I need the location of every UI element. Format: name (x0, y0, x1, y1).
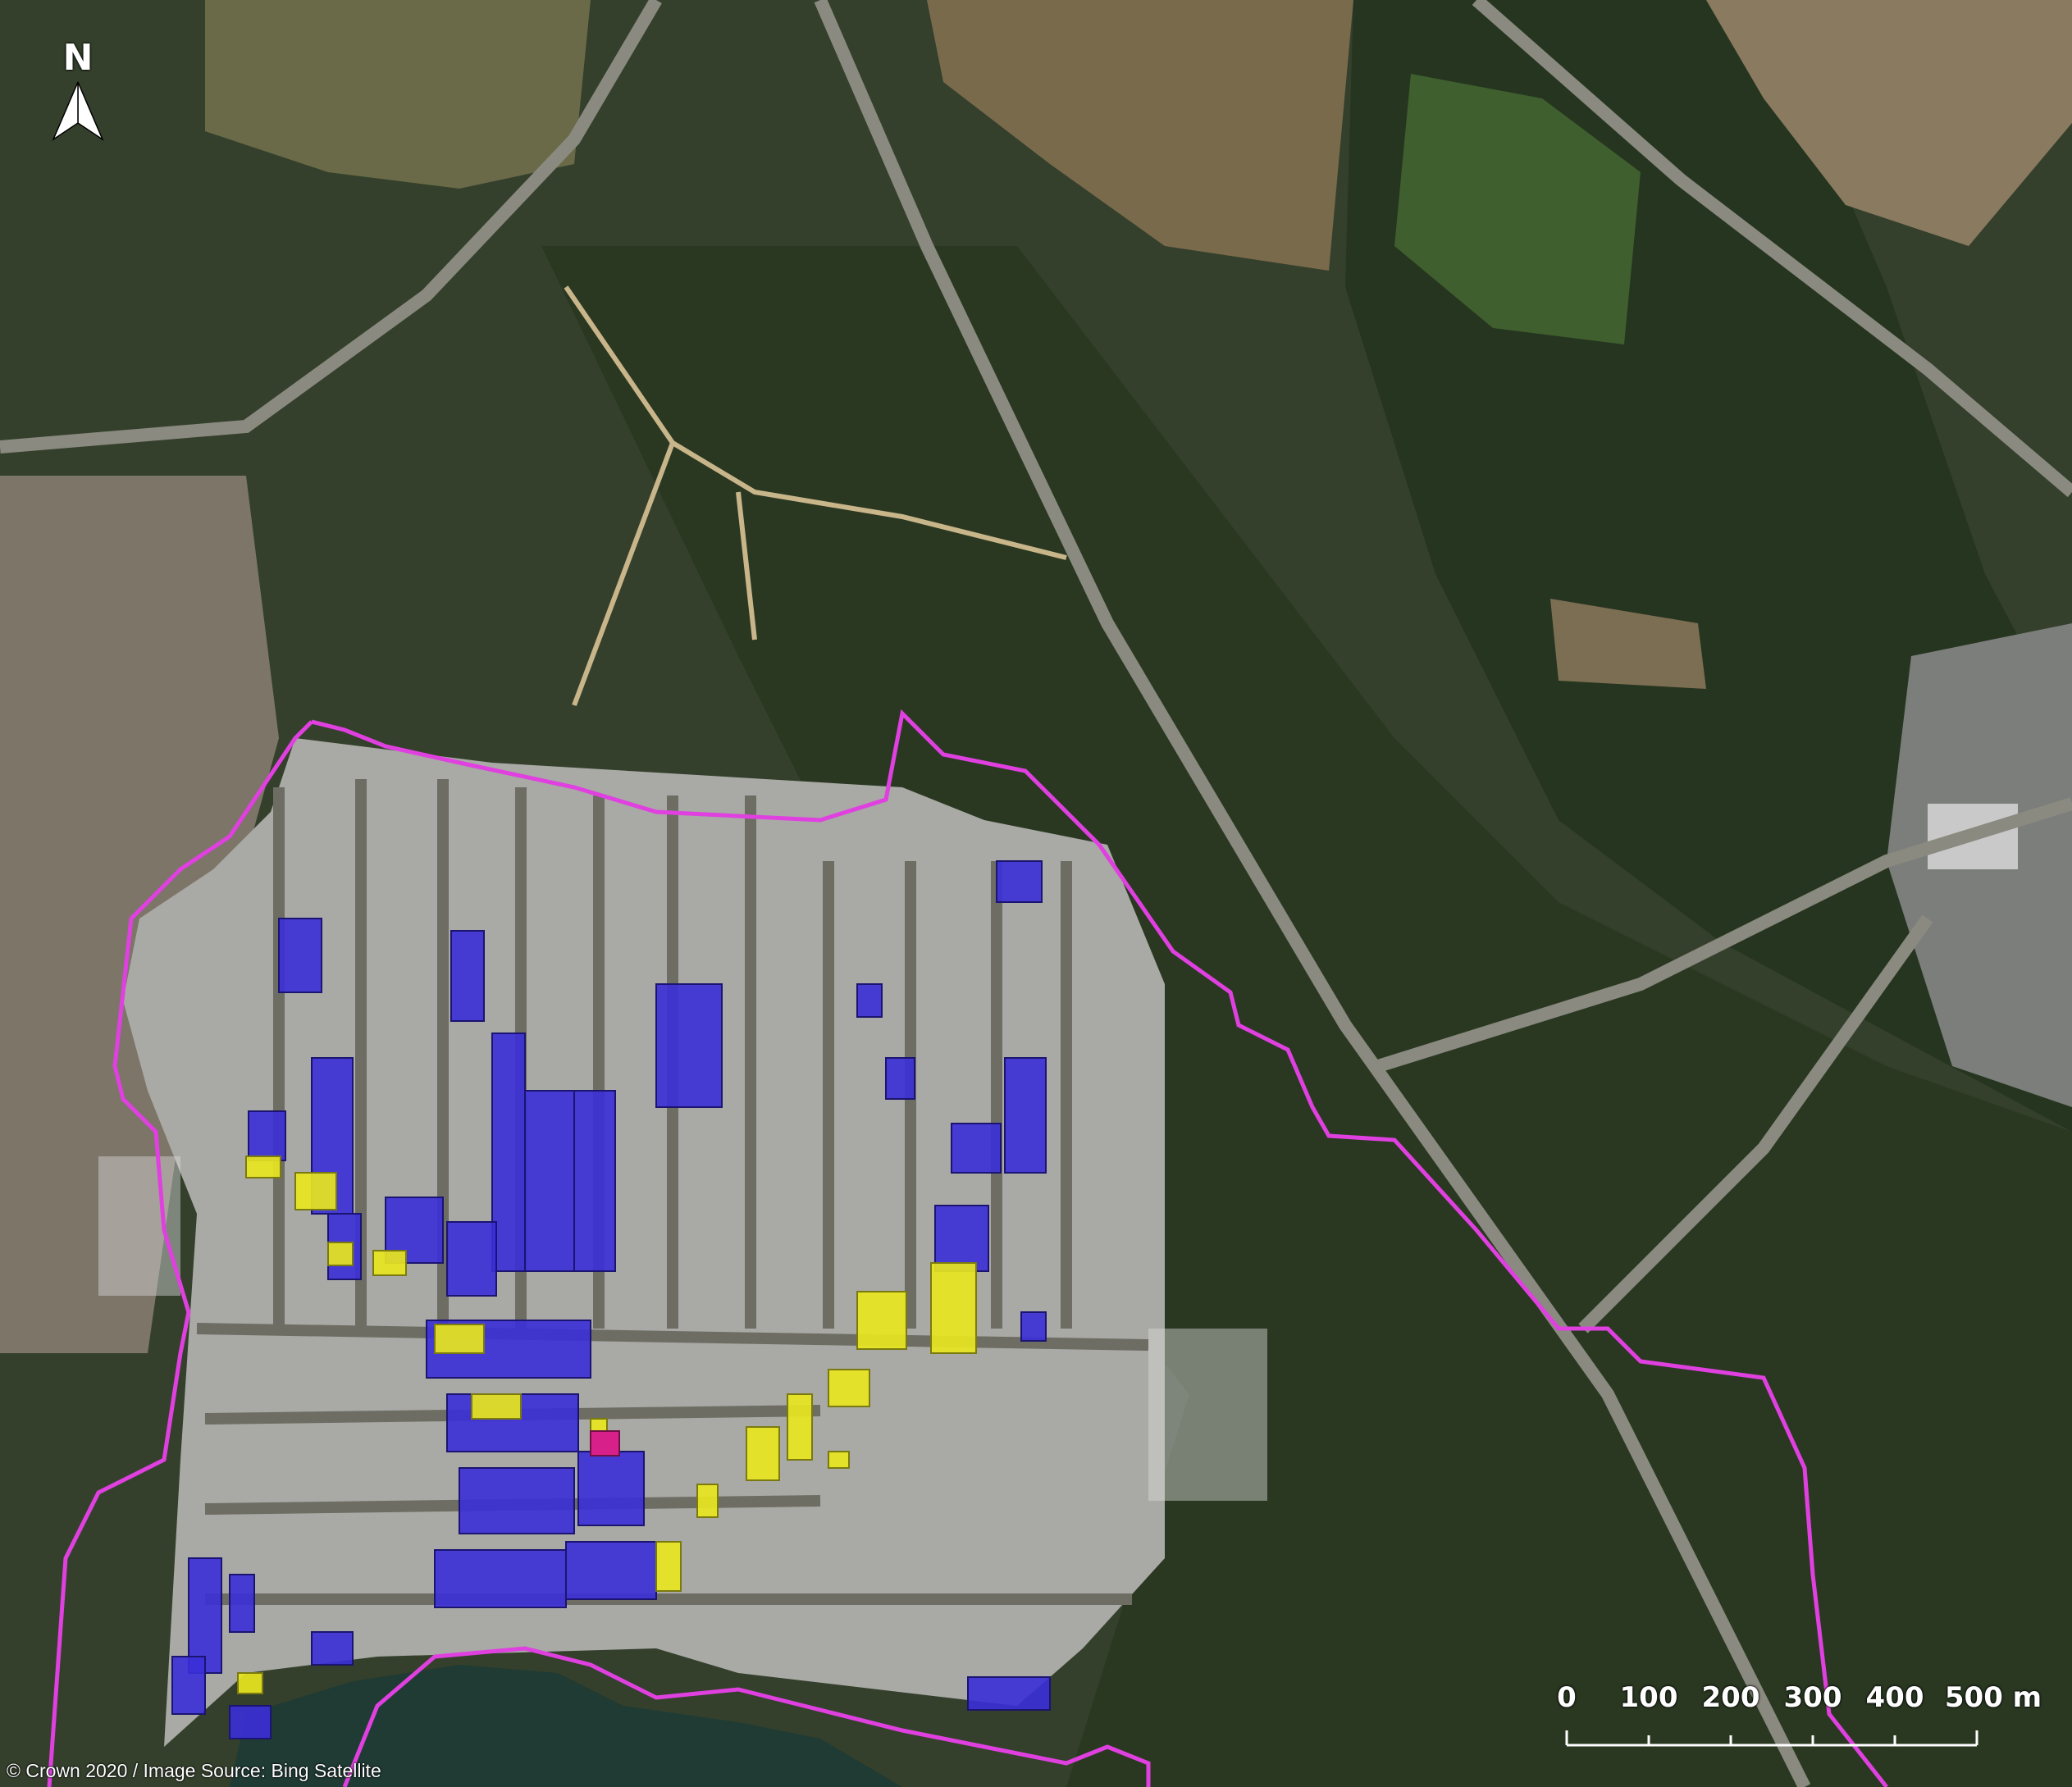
image-credit: © Crown 2020 / Image Source: Bing Satell… (7, 1760, 381, 1781)
highlighted-block (98, 1156, 180, 1296)
cleared-land (1550, 599, 1706, 689)
magenta-parcels (590, 1430, 620, 1456)
scale-bar-line (1565, 1730, 1978, 1747)
scale-tick-label: 0 (1557, 1681, 1577, 1714)
cleared-land (927, 0, 1353, 271)
highlighted-block (1148, 1329, 1267, 1501)
parcel-area (123, 738, 1165, 1747)
scale-tick-label: 100 (1619, 1681, 1678, 1714)
lake (230, 1665, 902, 1787)
study-area-boundary (47, 709, 1888, 1787)
suburb-area (0, 476, 279, 1353)
cleared-land (205, 0, 591, 189)
north-label: N (62, 37, 94, 79)
scale-tick-label: 300 (1783, 1681, 1842, 1714)
scale-tick-label: 200 (1701, 1681, 1760, 1714)
north-arrow: N (45, 37, 111, 144)
forest-area (541, 246, 2072, 1787)
green-field (1394, 74, 1641, 344)
scale-tick-label: 400 (1865, 1681, 1924, 1714)
north-arrow-icon (52, 81, 104, 142)
scale-tick-label: 500 m (1944, 1681, 2042, 1714)
dirt-tracks (564, 285, 1067, 707)
yellow-parcels (237, 1156, 977, 1694)
scale-bar: 0 100 200 300 400 500 m (1550, 1681, 2042, 1755)
cleared-land (1706, 0, 2072, 246)
